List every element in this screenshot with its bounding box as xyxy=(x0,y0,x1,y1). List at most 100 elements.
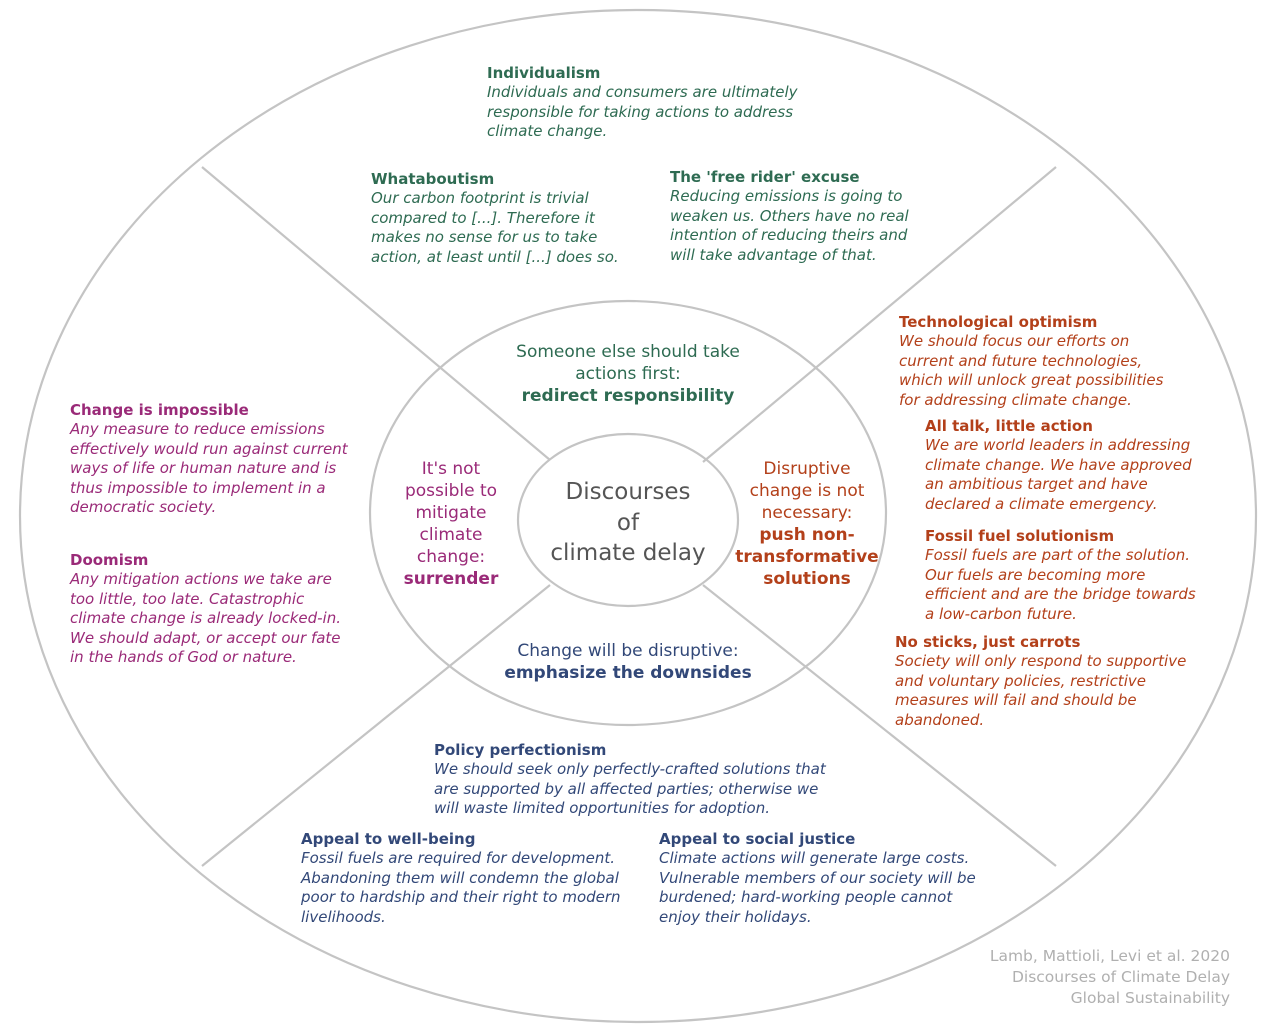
discourse-free-rider: The 'free rider' excuse Reducing emissio… xyxy=(670,167,909,265)
discourse-text: for addressing climate change. xyxy=(899,390,1132,409)
center-title-line: of xyxy=(616,509,640,536)
center-title-line: Discourses xyxy=(565,479,691,505)
discourse-text: in the hands of God or nature. xyxy=(70,648,297,666)
outer-ellipse xyxy=(18,8,1258,1024)
discourse-doomism: Doomism Any mitigation actions we take a… xyxy=(70,550,341,668)
discourse-text: Vulnerable members of our society will b… xyxy=(659,868,976,887)
discourse-text: declared a climate emergency. xyxy=(925,494,1158,513)
discourse-text: climate change. We have approved xyxy=(925,455,1192,474)
discourse-title: Individualism xyxy=(487,64,601,82)
discourse-text: will waste limited opportunities for ado… xyxy=(434,799,770,817)
discourse-text: Climate actions will generate large cost… xyxy=(659,849,970,867)
discourse-text: and voluntary policies, restrictive xyxy=(895,671,1146,690)
category-transformative-highlight: transformative xyxy=(735,547,879,567)
discourse-title: Policy perfectionism xyxy=(434,741,607,759)
category-transformative-highlight: solutions xyxy=(763,569,851,589)
discourse-policy-perfectionism: Policy perfectionism We should seek only… xyxy=(434,740,826,819)
credit-line: Discourses of Climate Delay xyxy=(1011,968,1230,986)
divider-upper-right xyxy=(702,166,1057,463)
discourse-text: climate change. xyxy=(487,122,608,140)
middle-ellipse xyxy=(368,299,888,727)
category-surrender-intro: mitigate xyxy=(415,503,487,523)
discourse-text: effectively would run against current xyxy=(70,439,348,458)
discourse-appeal-social-justice: Appeal to social justice Climate actions… xyxy=(659,829,976,927)
divider-upper-left xyxy=(201,166,551,461)
discourse-text: livelihoods. xyxy=(301,907,386,926)
discourse-text: which will unlock great possibilities xyxy=(899,371,1164,389)
category-surrender-intro: possible to xyxy=(404,481,498,501)
discourse-text: ways of life or human nature and is xyxy=(70,459,337,477)
discourse-title: Appeal to social justice xyxy=(659,830,856,848)
discourse-fossil-fuel-solutionism: Fossil fuel solutionism Fossil fuels are… xyxy=(925,526,1196,624)
discourse-text: efficient and are the bridge towards xyxy=(925,585,1196,603)
discourse-whataboutism: Whataboutism Our carbon footprint is tri… xyxy=(371,169,619,267)
discourse-text: We should adapt, or accept our fate xyxy=(70,628,341,647)
discourse-text: Any mitigation actions we take are xyxy=(70,570,332,588)
discourse-individualism: Individualism Individuals and consumers … xyxy=(487,63,798,142)
discourse-no-sticks: No sticks, just carrots Society will onl… xyxy=(895,632,1186,730)
discourse-text: Society will only respond to supportive xyxy=(895,652,1187,670)
discourse-text: a low-carbon future. xyxy=(925,604,1077,623)
category-surrender-highlight: surrender xyxy=(403,569,499,589)
discourse-text: makes no sense for us to take xyxy=(371,228,598,246)
discourse-text: too little, too late. Catastrophic xyxy=(70,589,305,608)
discourse-title: Change is impossible xyxy=(70,401,249,419)
discourse-technological-optimism: Technological optimism We should focus o… xyxy=(899,312,1163,410)
discourse-text: weaken us. Others have no real xyxy=(670,206,909,225)
discourse-text: climate change is already locked-in. xyxy=(70,609,341,627)
category-surrender-intro: change: xyxy=(416,547,486,567)
discourse-text: We are world leaders in addressing xyxy=(925,436,1191,454)
discourse-text: will take advantage of that. xyxy=(670,245,877,264)
discourse-text: We should focus our efforts on xyxy=(899,332,1130,350)
discourse-text: Any measure to reduce emissions xyxy=(70,420,325,438)
discourse-text: current and future technologies, xyxy=(899,351,1143,370)
discourse-text: democratic society. xyxy=(70,498,217,516)
discourse-appeal-well-being: Appeal to well-being Fossil fuels are re… xyxy=(301,829,621,927)
discourse-text: abandoned. xyxy=(895,710,985,729)
discourse-text: compared to [...]. Therefore it xyxy=(371,208,595,227)
divider-lower-left xyxy=(201,584,551,867)
category-transformative: Disruptive change is not necessary: push… xyxy=(722,458,892,590)
inner-ellipse xyxy=(516,432,740,608)
discourse-title: Whataboutism xyxy=(371,170,495,188)
discourse-text: Fossil fuels are part of the solution. xyxy=(925,546,1190,564)
discourse-text: We should seek only perfectly-crafted so… xyxy=(434,760,826,778)
source-credit: Lamb, Mattioli, Levi et al. 2020 Discour… xyxy=(990,946,1230,1009)
center-title-line: climate delay xyxy=(550,540,706,566)
discourse-title: The 'free rider' excuse xyxy=(670,168,860,186)
discourse-text: poor to hardship and their right to mode… xyxy=(301,888,621,906)
discourse-text: an ambitious target and have xyxy=(925,475,1148,493)
discourse-text: are supported by all affected parties; o… xyxy=(434,779,819,798)
discourse-text: measures will fail and should be xyxy=(895,691,1137,709)
category-downsides-highlight: emphasize the downsides xyxy=(504,663,752,683)
category-transformative-highlight: push non- xyxy=(759,525,855,545)
category-downsides: Change will be disruptive: emphasize the… xyxy=(478,640,778,684)
discourse-text: Reducing emissions is going to xyxy=(670,187,903,205)
discourse-title: Fossil fuel solutionism xyxy=(925,527,1115,545)
discourse-text: Our carbon footprint is trivial xyxy=(371,189,589,207)
discourse-text: thus impossible to implement in a xyxy=(70,478,326,497)
discourse-text: burdened; hard-working people cannot xyxy=(659,888,953,906)
category-surrender-intro: It's not xyxy=(421,459,481,479)
category-redirect: Someone else should take actions first: … xyxy=(478,341,778,407)
category-transformative-intro: necessary: xyxy=(761,503,853,523)
center-title: Discourses of climate delay xyxy=(528,477,728,569)
discourse-change-impossible: Change is impossible Any measure to redu… xyxy=(70,400,348,518)
category-surrender: It's not possible to mitigate climate ch… xyxy=(386,458,516,590)
category-transformative-intro: Disruptive xyxy=(763,459,851,479)
discourse-title: All talk, little action xyxy=(925,417,1093,435)
category-surrender-intro: climate xyxy=(419,525,483,545)
category-redirect-highlight: redirect responsibility xyxy=(521,386,735,406)
category-redirect-intro: Someone else should take xyxy=(516,342,740,362)
divider-lower-right xyxy=(702,584,1057,867)
category-redirect-intro: actions first: xyxy=(575,364,681,384)
credit-line: Global Sustainability xyxy=(1070,989,1230,1007)
category-transformative-intro: change is not xyxy=(749,481,865,501)
discourse-text: intention of reducing theirs and xyxy=(670,226,908,244)
discourse-text: Our fuels are becoming more xyxy=(925,565,1146,584)
discourse-text: Abandoning them will condemn the global xyxy=(301,868,619,887)
discourse-text: Fossil fuels are required for developmen… xyxy=(301,849,616,867)
discourse-text: responsible for taking actions to addres… xyxy=(487,102,794,121)
